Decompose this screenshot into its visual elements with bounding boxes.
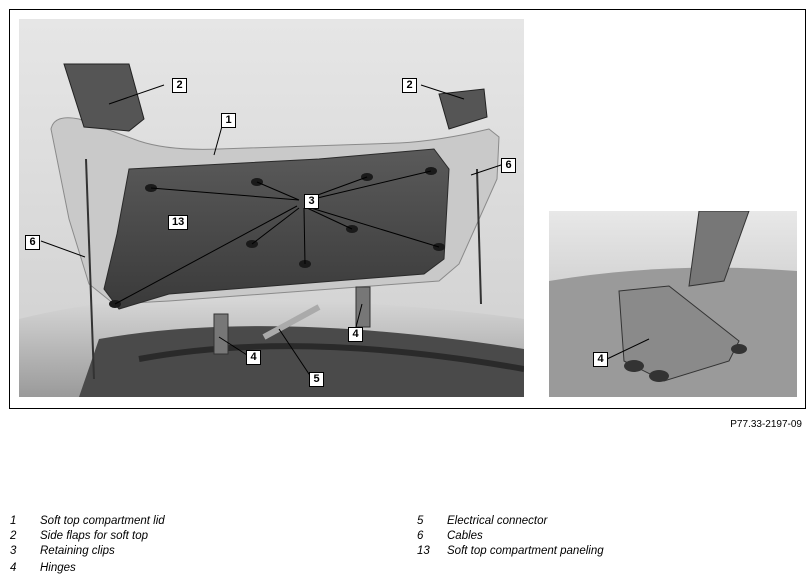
main-photo (19, 19, 524, 397)
callout-3: 3 (304, 194, 319, 209)
legend-text: Cables (447, 530, 483, 542)
legend-number: 13 (417, 545, 430, 557)
callout-6-right: 6 (501, 158, 516, 173)
legend-text: Soft top compartment lid (40, 515, 165, 527)
legend-number: 1 (10, 515, 17, 527)
callout-2-right: 2 (402, 78, 417, 93)
figure-id: P77.33-2197-09 (730, 419, 802, 430)
legend-text: Soft top compartment paneling (447, 545, 604, 557)
legend-text: Retaining clips (40, 545, 115, 557)
legend-number: 4 (10, 562, 17, 574)
callout-13: 13 (168, 215, 189, 230)
callout-5: 5 (309, 372, 324, 387)
legend-number: 5 (417, 515, 424, 527)
legend-text: Electrical connector (447, 515, 548, 527)
legend-number: 3 (10, 545, 17, 557)
legend-text: Hinges (40, 562, 76, 574)
callout-1: 1 (221, 113, 236, 128)
callout-2-left: 2 (172, 78, 187, 93)
callout-4-detail: 4 (593, 352, 608, 367)
legend-number: 6 (417, 530, 424, 542)
callout-4-left: 4 (246, 350, 261, 365)
callout-6-left: 6 (25, 235, 40, 250)
legend-number: 2 (10, 530, 17, 542)
callout-4-middle: 4 (348, 327, 363, 342)
legend-text: Side flaps for soft top (40, 530, 149, 542)
detail-photo (549, 211, 797, 397)
